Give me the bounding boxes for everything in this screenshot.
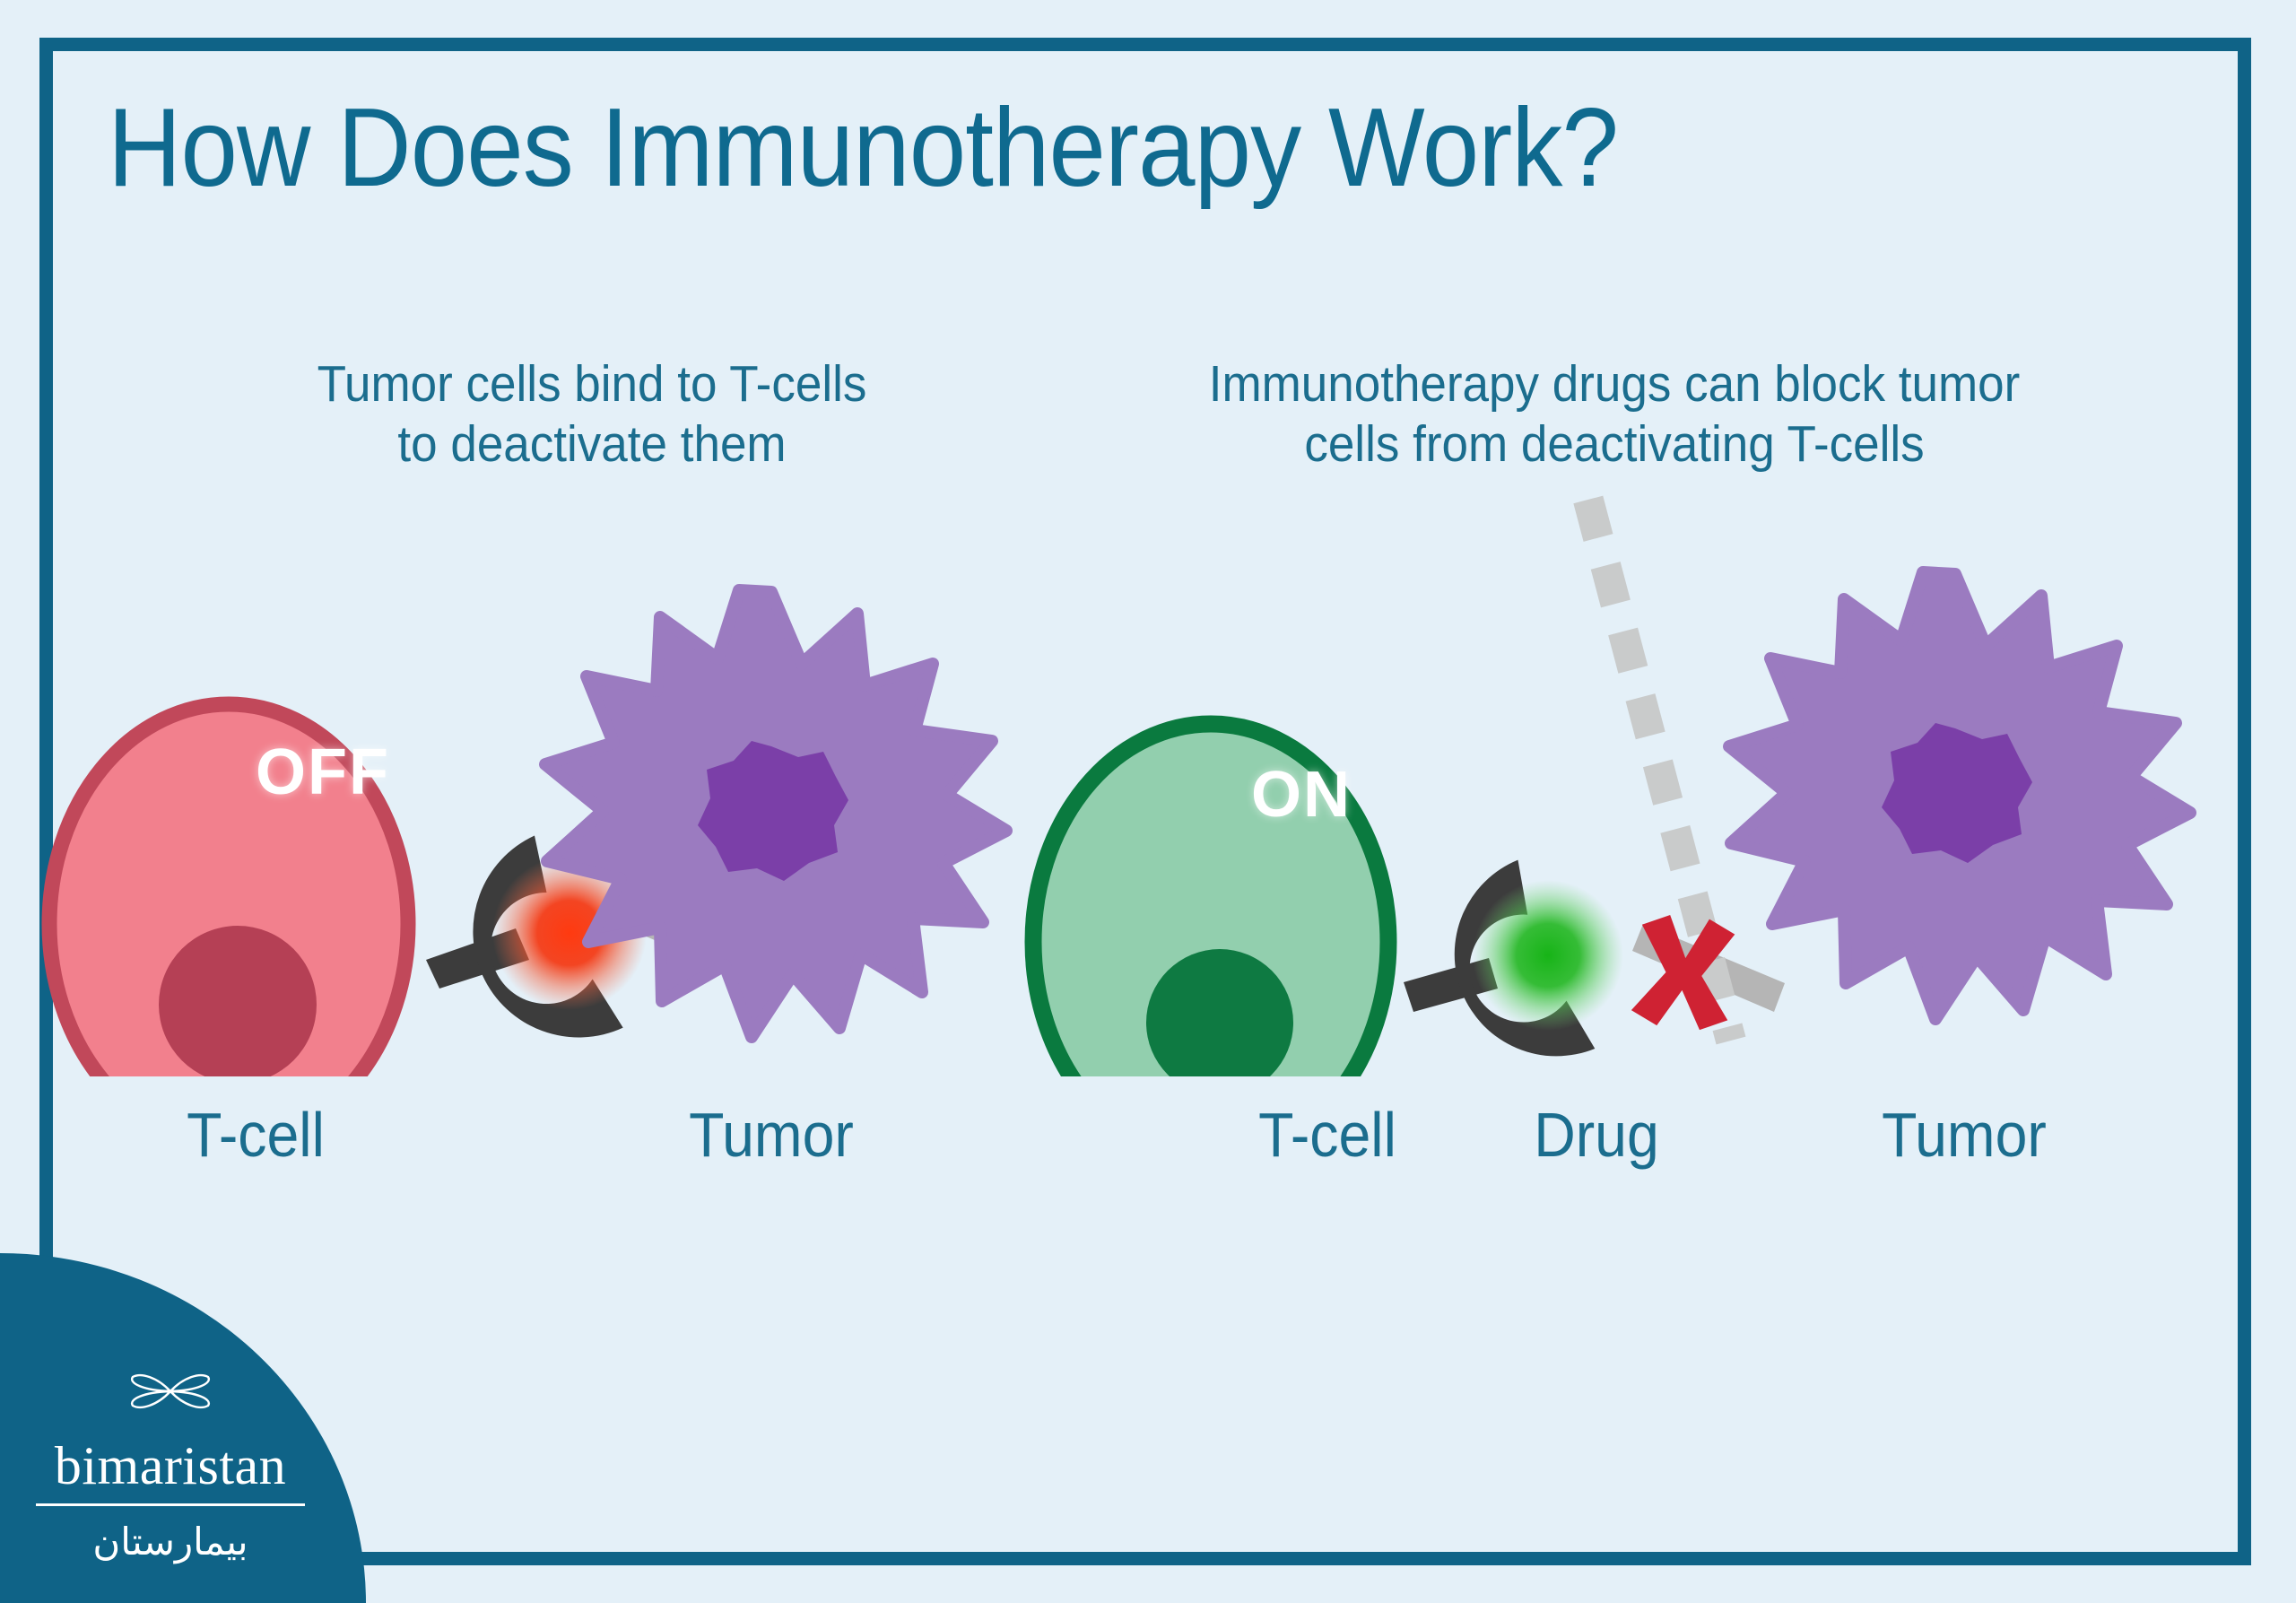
- immunotherapy-illustration: [41, 484, 2196, 1076]
- drug-blockade-dashed-line: [1568, 484, 1746, 1045]
- tumor-nucleus-left: [698, 741, 848, 881]
- t-cell-left: [41, 696, 416, 1076]
- decorative-frame: [39, 38, 2251, 1565]
- logo-content: bimaristan بيمارستان: [36, 1360, 305, 1566]
- page-title: How Does Immunotherapy Work?: [108, 86, 1619, 210]
- panel-right-caption-line1: Immunotherapy drugs can block tumor: [1208, 355, 2021, 413]
- tumor-cell-left: [539, 584, 1013, 1043]
- label-drug: Drug: [1534, 1100, 1659, 1170]
- right-panel-graphic: [1024, 484, 2196, 1076]
- panel-right-caption-line2: cells from deactivating T-cells: [1304, 414, 1925, 473]
- tcell-receptor-stalk-right: [1404, 958, 1498, 1012]
- activating-signal-glow-green: [1473, 880, 1623, 1031]
- label-tumor-left: Tumor: [689, 1100, 854, 1170]
- t-cell-nucleus-left: [159, 926, 317, 1076]
- label-tcell-left: T-cell: [187, 1100, 325, 1170]
- panel-left-caption-line1: Tumor cells bind to T-cells: [317, 355, 867, 413]
- t-cell-state-on: ON: [1251, 759, 1352, 831]
- panel-left-caption: Tumor cells bind to T-cells to deactivat…: [217, 354, 968, 474]
- logo-arabic-wordmark: بيمارستان: [92, 1519, 248, 1564]
- t-cell-nucleus-right: [1146, 949, 1293, 1076]
- panel-right-caption: Immunotherapy drugs can block tumor cell…: [1084, 354, 2144, 474]
- block-x-icon: [1631, 915, 1735, 1031]
- label-tcell-right: T-cell: [1258, 1100, 1396, 1170]
- panel-left-caption-line2: to deactivate them: [397, 414, 787, 473]
- t-cell-state-off: OFF: [256, 736, 390, 808]
- tumor-cell-right: [1723, 566, 2196, 1025]
- t-cell-right: [1024, 715, 1397, 1076]
- left-panel-graphic: [41, 584, 1013, 1076]
- logo-wordmark: bimaristan: [36, 1439, 305, 1506]
- label-tumor-right: Tumor: [1882, 1100, 2047, 1170]
- butterfly-leaf-icon: [130, 1373, 211, 1408]
- brand-logo-badge: bimaristan بيمارستان: [0, 1253, 366, 1603]
- tumor-nucleus-right: [1882, 723, 2032, 863]
